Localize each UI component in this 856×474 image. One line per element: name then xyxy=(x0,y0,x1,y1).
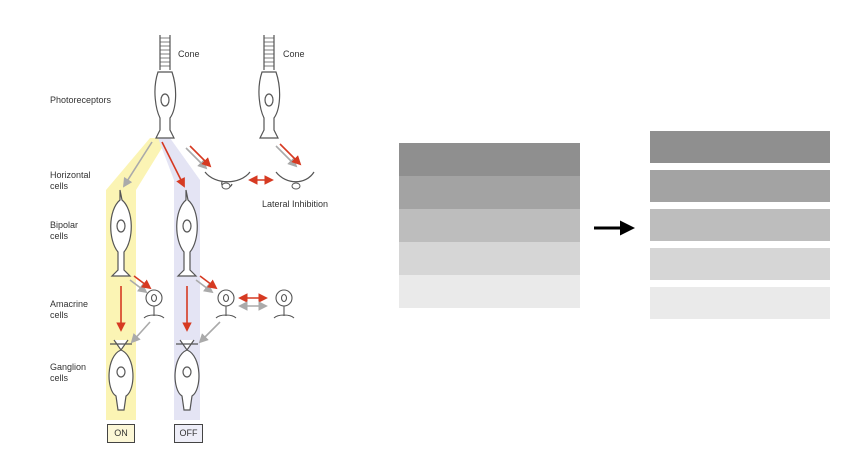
band-after-3 xyxy=(650,209,830,241)
band-before-2 xyxy=(399,176,580,209)
band-after-5 xyxy=(650,287,830,319)
lateral-inhibition-label: Lateral Inhibition xyxy=(262,199,329,209)
band-before-4 xyxy=(399,242,580,275)
band-before-5 xyxy=(399,275,580,308)
bands-after xyxy=(650,131,830,319)
ganglion-cell-on xyxy=(108,339,134,411)
signal-arrows xyxy=(116,141,302,344)
off-label-box: OFF xyxy=(174,424,203,443)
band-after-1 xyxy=(650,131,830,163)
on-label-box: ON xyxy=(107,424,135,443)
horizontal-cell-right xyxy=(275,171,315,183)
band-after-4 xyxy=(650,248,830,280)
cone-label-left: Cone xyxy=(178,49,200,59)
band-before-1 xyxy=(399,143,580,176)
band-before-3 xyxy=(399,209,580,242)
amacrine-cell-3 xyxy=(273,289,295,319)
cone-label-right: Cone xyxy=(283,49,305,59)
bipolar-cell-on xyxy=(110,189,132,277)
band-after-2 xyxy=(650,170,830,202)
bipolar-cell-off xyxy=(176,189,198,277)
left-cone xyxy=(154,35,177,139)
bands-before xyxy=(399,143,580,308)
photoreceptors-label: Photoreceptors xyxy=(50,95,112,105)
right-cone xyxy=(258,35,281,139)
ganglion-cell-off xyxy=(174,339,200,411)
amacrine-cell-2 xyxy=(215,289,237,319)
amacrine-cell-1 xyxy=(143,289,165,319)
